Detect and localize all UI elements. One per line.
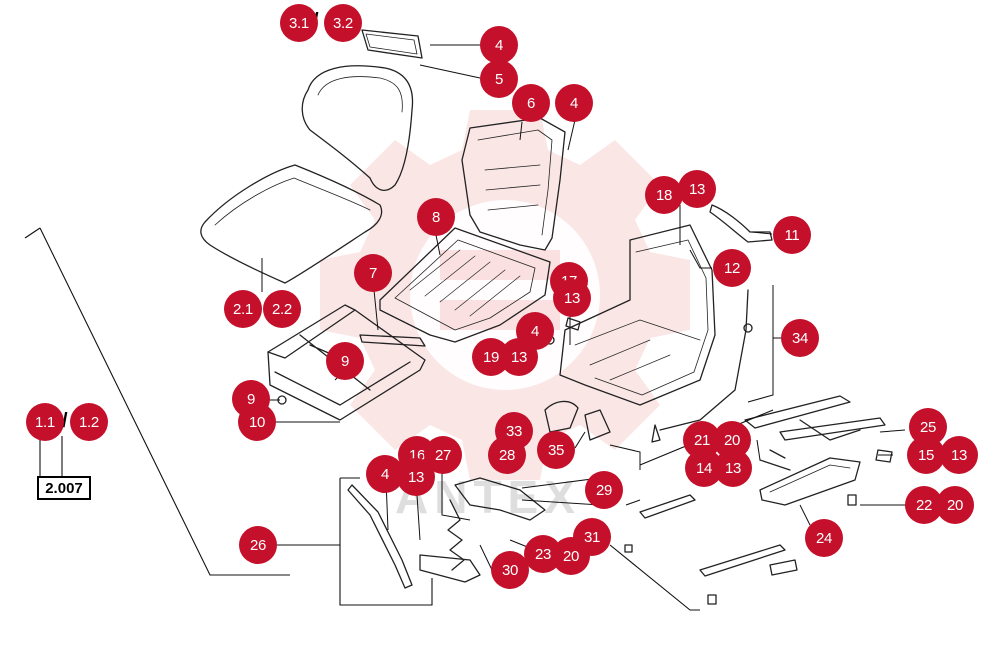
slash-separator: / bbox=[62, 410, 68, 432]
callout-11[interactable]: 11 bbox=[773, 216, 811, 254]
callout-13[interactable]: 13 bbox=[678, 170, 716, 208]
callout-2-1[interactable]: 2.1 bbox=[224, 290, 262, 328]
callout-15[interactable]: 15 bbox=[907, 436, 945, 474]
callout-24[interactable]: 24 bbox=[805, 519, 843, 557]
callout-35[interactable]: 35 bbox=[537, 431, 575, 469]
callout-13[interactable]: 13 bbox=[397, 458, 435, 496]
callout-8[interactable]: 8 bbox=[417, 198, 455, 236]
callout-13[interactable]: 13 bbox=[940, 436, 978, 474]
callout-29[interactable]: 29 bbox=[585, 471, 623, 509]
callout-10[interactable]: 10 bbox=[238, 403, 276, 441]
callout-4[interactable]: 4 bbox=[480, 26, 518, 64]
callout-34[interactable]: 34 bbox=[781, 319, 819, 357]
callout-13[interactable]: 13 bbox=[714, 449, 752, 487]
callout-20[interactable]: 20 bbox=[552, 537, 590, 575]
callout-6[interactable]: 6 bbox=[512, 84, 550, 122]
callout-3-1[interactable]: 3.1 bbox=[280, 4, 318, 42]
callout-26[interactable]: 26 bbox=[239, 526, 277, 564]
callout-1-1[interactable]: 1.1 bbox=[26, 403, 64, 441]
callout-2-2[interactable]: 2.2 bbox=[263, 290, 301, 328]
callout-13[interactable]: 13 bbox=[553, 279, 591, 317]
callout-5[interactable]: 5 bbox=[480, 60, 518, 98]
callout-7[interactable]: 7 bbox=[354, 254, 392, 292]
callout-18[interactable]: 18 bbox=[645, 176, 683, 214]
callout-12[interactable]: 12 bbox=[713, 249, 751, 287]
reference-box[interactable]: 2.007 bbox=[37, 476, 91, 500]
callout-3-2[interactable]: 3.2 bbox=[324, 4, 362, 42]
callout-9[interactable]: 9 bbox=[326, 342, 364, 380]
callout-30[interactable]: 30 bbox=[491, 551, 529, 589]
callout-1-2[interactable]: 1.2 bbox=[70, 403, 108, 441]
callout-20[interactable]: 20 bbox=[936, 486, 974, 524]
callout-4[interactable]: 4 bbox=[555, 84, 593, 122]
callout-28[interactable]: 28 bbox=[488, 436, 526, 474]
callout-13[interactable]: 13 bbox=[500, 338, 538, 376]
